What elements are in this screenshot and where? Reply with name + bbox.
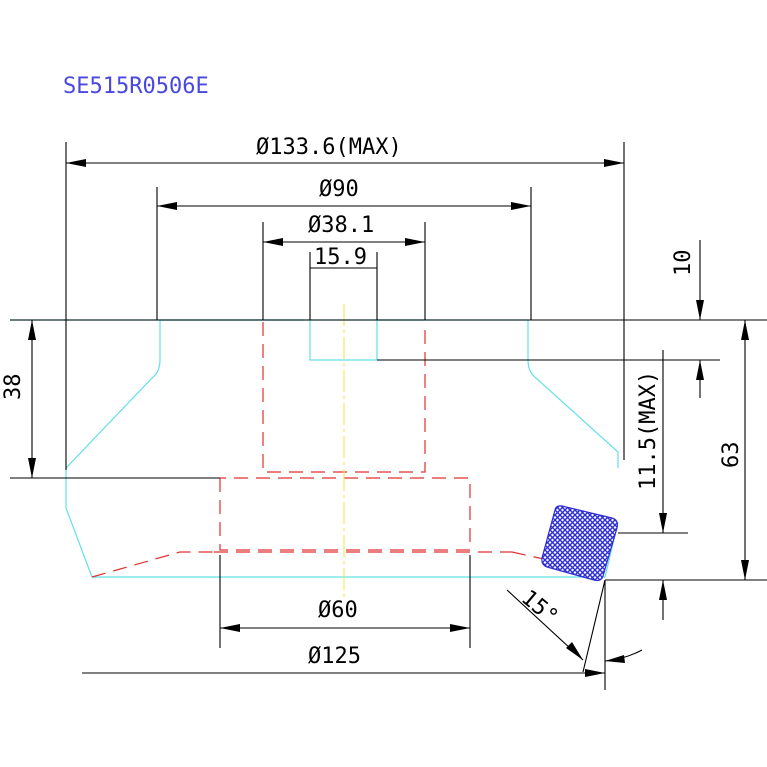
dim-h63: 63 bbox=[719, 442, 744, 469]
dim-h10: 10 bbox=[671, 250, 696, 277]
angle-dimension: 15° bbox=[506, 585, 643, 663]
dim-d38-1: Ø38.1 bbox=[308, 213, 374, 238]
extension-lines bbox=[10, 142, 767, 690]
dim-15-9: 15.9 bbox=[314, 245, 367, 270]
vertical-dimensions bbox=[28, 240, 749, 620]
cutting-insert bbox=[541, 505, 619, 582]
dim-d60: Ø60 bbox=[318, 598, 358, 623]
dim-d90: Ø90 bbox=[319, 177, 359, 202]
dim-d133-max: Ø133.6(MAX) bbox=[256, 135, 402, 160]
part-number-label: SE515R0506E bbox=[63, 74, 209, 99]
horizontal-dimensions bbox=[66, 159, 624, 677]
dim-h38: 38 bbox=[1, 374, 26, 401]
dim-h11-5-max: 11.5(MAX) bbox=[636, 371, 661, 490]
angle-15-label: 15° bbox=[516, 585, 563, 630]
part-outline bbox=[10, 319, 619, 578]
dim-d125: Ø125 bbox=[308, 644, 361, 669]
